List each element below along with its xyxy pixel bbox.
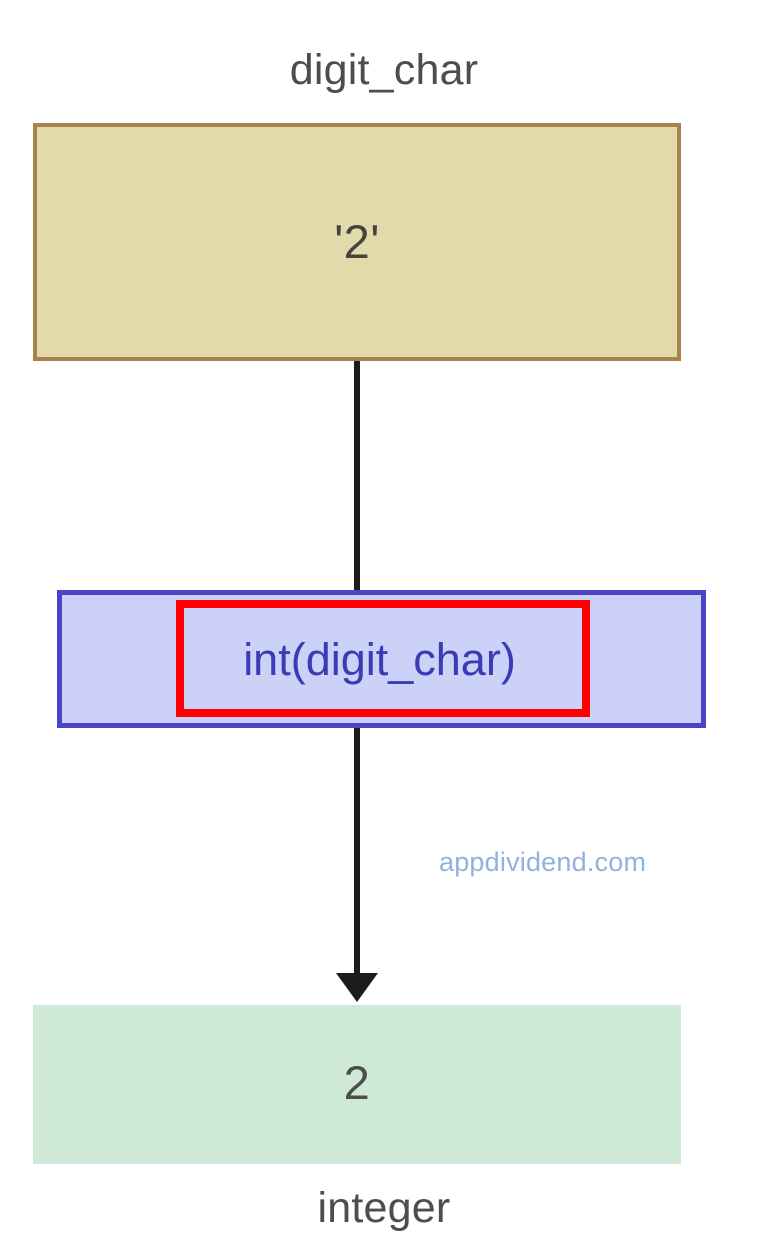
output-type-label: integer — [317, 1184, 451, 1232]
operation-expression-text: int(digit_char) — [243, 634, 516, 685]
output-value-box: 2 — [33, 1005, 681, 1164]
input-value-box: '2' — [33, 123, 681, 361]
input-type-label: digit_char — [289, 46, 479, 94]
watermark-text: appdividend.com — [439, 847, 647, 877]
arrow-down-icon — [336, 973, 378, 1002]
operation-box: int(digit_char) — [57, 590, 706, 728]
output-value-text: 2 — [343, 1055, 371, 1109]
input-value-text: '2' — [334, 215, 380, 268]
